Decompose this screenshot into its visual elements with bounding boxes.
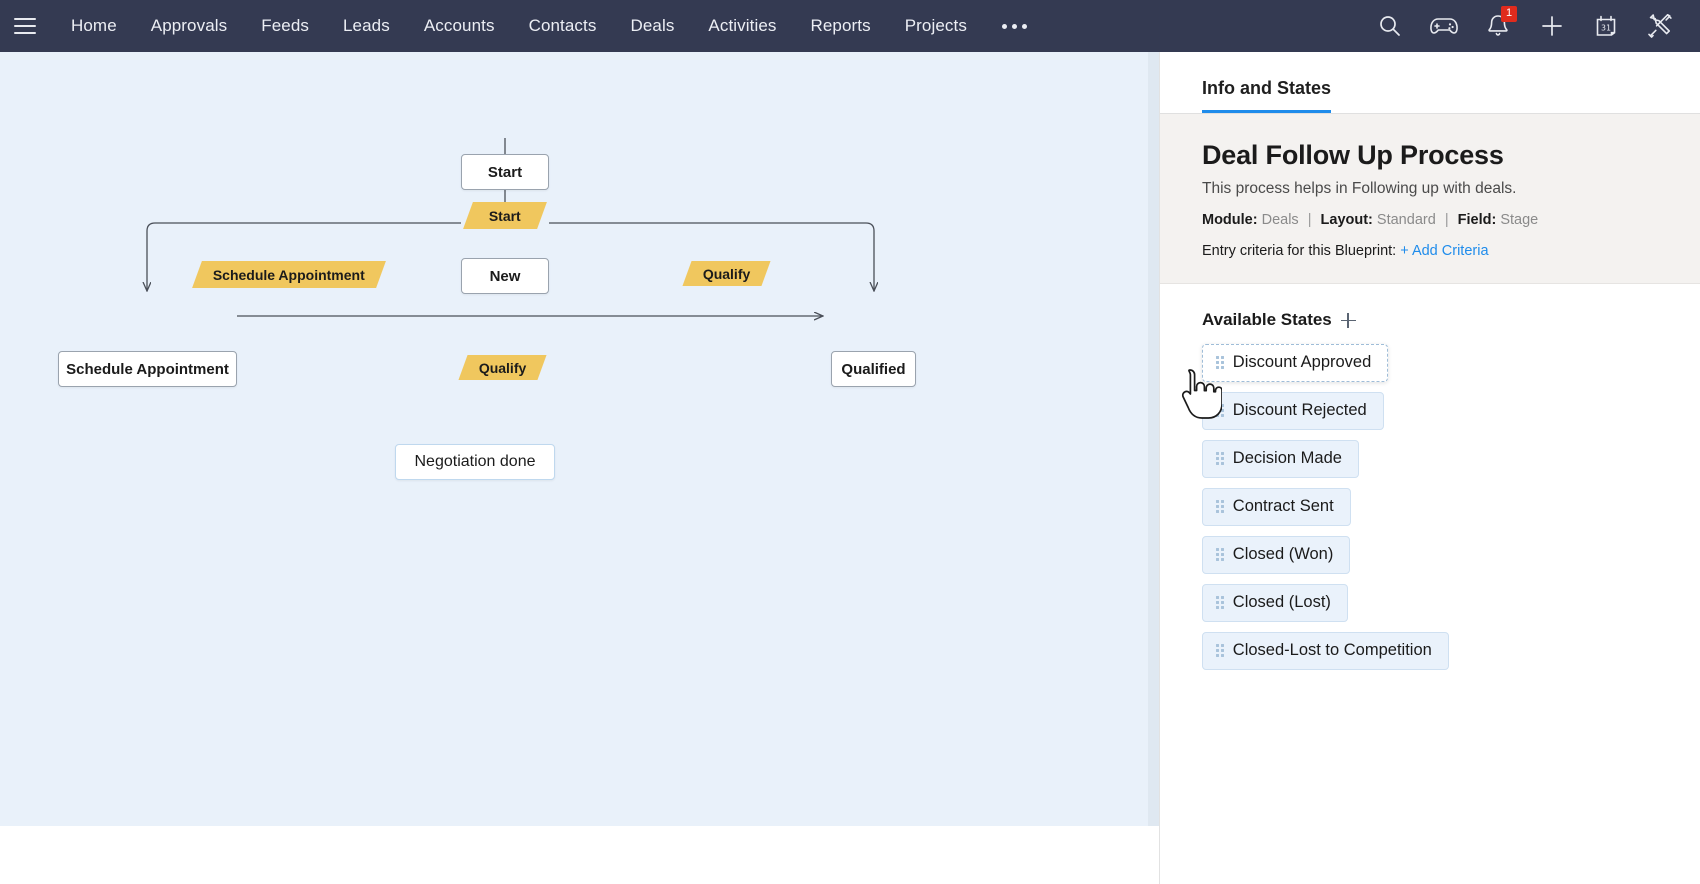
drag-handle-icon[interactable] (1216, 356, 1224, 369)
transition-label-text: Qualify (478, 359, 527, 376)
state-chip[interactable]: Contract Sent (1202, 488, 1351, 526)
state-chip-label: Contract Sent (1232, 497, 1334, 515)
gamification-icon[interactable] (1418, 0, 1470, 52)
entry-criteria-label: Entry criteria for this Blueprint: (1202, 243, 1397, 259)
state-node-negot[interactable]: Negotiation done (395, 444, 555, 480)
state-chip[interactable]: Decision Made (1202, 440, 1359, 478)
add-plus-icon[interactable] (1526, 0, 1578, 52)
notification-badge: 1 (1501, 6, 1517, 22)
transition-label-t-sched[interactable]: Schedule Appointment (192, 261, 386, 288)
drag-handle-icon[interactable] (1216, 596, 1224, 609)
panel-tabbar: Info and States (1160, 52, 1700, 114)
nav-link-accounts[interactable]: Accounts (423, 16, 495, 35)
meta-separator-2: | (1444, 212, 1449, 228)
entry-criteria-row: Entry criteria for this Blueprint: + Add… (1202, 243, 1658, 259)
info-and-states-panel: Info and States Deal Follow Up Process T… (1159, 52, 1700, 884)
drag-handle-icon[interactable] (1216, 548, 1224, 561)
state-chip[interactable]: Closed (Won) (1202, 536, 1351, 574)
setup-tools-icon[interactable] (1634, 0, 1686, 52)
drag-handle-icon[interactable] (1216, 404, 1224, 417)
transition-label-text: Qualify (702, 265, 751, 282)
process-description: This process helps in Following up with … (1202, 180, 1517, 197)
more-modules-icon[interactable] (984, 23, 1046, 29)
add-state-plus-icon[interactable] (1340, 312, 1356, 328)
drag-handle-icon[interactable] (1216, 452, 1224, 465)
search-icon[interactable] (1364, 0, 1416, 52)
top-navigation-bar: Home Approvals Feeds Leads Accounts Contacts D… (0, 0, 1700, 52)
state-node-quald[interactable]: Qualified (831, 351, 916, 387)
field-label: Field: (1457, 212, 1497, 228)
module-label: Module: (1202, 212, 1258, 228)
state-chip[interactable]: Closed-Lost to Competition (1202, 632, 1449, 670)
nav-link-projects[interactable]: Projects (904, 16, 967, 35)
nav-link-activities[interactable]: Activities (708, 16, 777, 35)
transition-label-text: Schedule Appointment (213, 266, 365, 283)
nav-link-approvals[interactable]: Approvals (150, 16, 228, 35)
nav-link-deals[interactable]: Deals (630, 16, 675, 35)
page-title: Deal Follow Up Process (1202, 140, 1504, 170)
notifications-bell-icon[interactable]: 1 (1472, 0, 1524, 52)
transition-label-t-start[interactable]: Start (463, 202, 547, 229)
state-chip-label: Closed (Won) (1232, 545, 1334, 563)
transition-label-t-qualify2[interactable]: Qualify (458, 355, 547, 380)
available-states-label: Available States (1202, 310, 1332, 329)
state-chip[interactable]: Closed (Lost) (1202, 584, 1348, 622)
available-states-header: Available States (1202, 310, 1658, 330)
nav-right-icons: 1 31 (1364, 0, 1700, 52)
main-nav-links: Home Approvals Feeds Leads Accounts Contacts D… (54, 0, 984, 52)
layout-label: Layout: (1320, 212, 1373, 228)
state-chip[interactable]: Discount Approved (1202, 344, 1389, 382)
process-info-block: Deal Follow Up Process This process help… (1160, 114, 1700, 284)
drag-handle-icon[interactable] (1216, 500, 1224, 513)
meta-separator-1: | (1307, 212, 1312, 228)
state-chip-label: Closed-Lost to Competition (1232, 641, 1432, 659)
nav-link-home[interactable]: Home (71, 16, 117, 35)
nav-link-contacts[interactable]: Contacts (528, 16, 597, 35)
transition-label-text: Start (489, 207, 521, 224)
state-node-start[interactable]: Start (461, 154, 549, 190)
state-chip-label: Discount Rejected (1232, 401, 1367, 419)
nav-link-reports[interactable]: Reports (810, 16, 871, 35)
state-node-sched[interactable]: Schedule Appointment (58, 351, 237, 387)
module-value: Deals (1261, 212, 1299, 228)
canvas-vertical-scrollbar[interactable] (1148, 52, 1159, 826)
process-meta: Module: Deals | Layout: Standard | Field… (1202, 212, 1658, 228)
svg-text:31: 31 (1601, 24, 1611, 33)
blueprint-edges (0, 138, 1148, 826)
state-node-new[interactable]: New (461, 258, 549, 294)
hamburger-menu-icon[interactable] (14, 18, 36, 34)
canvas-footer-area (0, 826, 1159, 884)
nav-link-leads[interactable]: Leads (343, 16, 390, 35)
tab-info-and-states[interactable]: Info and States (1202, 78, 1332, 113)
state-chip-label: Closed (Lost) (1232, 593, 1331, 611)
state-chip-label: Decision Made (1232, 449, 1342, 467)
state-chip[interactable]: Discount Rejected (1202, 392, 1384, 430)
state-chip-label: Discount Approved (1232, 353, 1372, 371)
drag-handle-icon[interactable] (1216, 644, 1224, 657)
nav-link-feeds[interactable]: Feeds (261, 16, 309, 35)
field-value: Stage (1500, 212, 1539, 228)
transition-label-t-qualify[interactable]: Qualify (682, 261, 771, 286)
calendar-icon[interactable]: 31 (1580, 0, 1632, 52)
add-criteria-link[interactable]: + Add Criteria (1400, 243, 1489, 259)
layout-value: Standard (1376, 212, 1436, 228)
